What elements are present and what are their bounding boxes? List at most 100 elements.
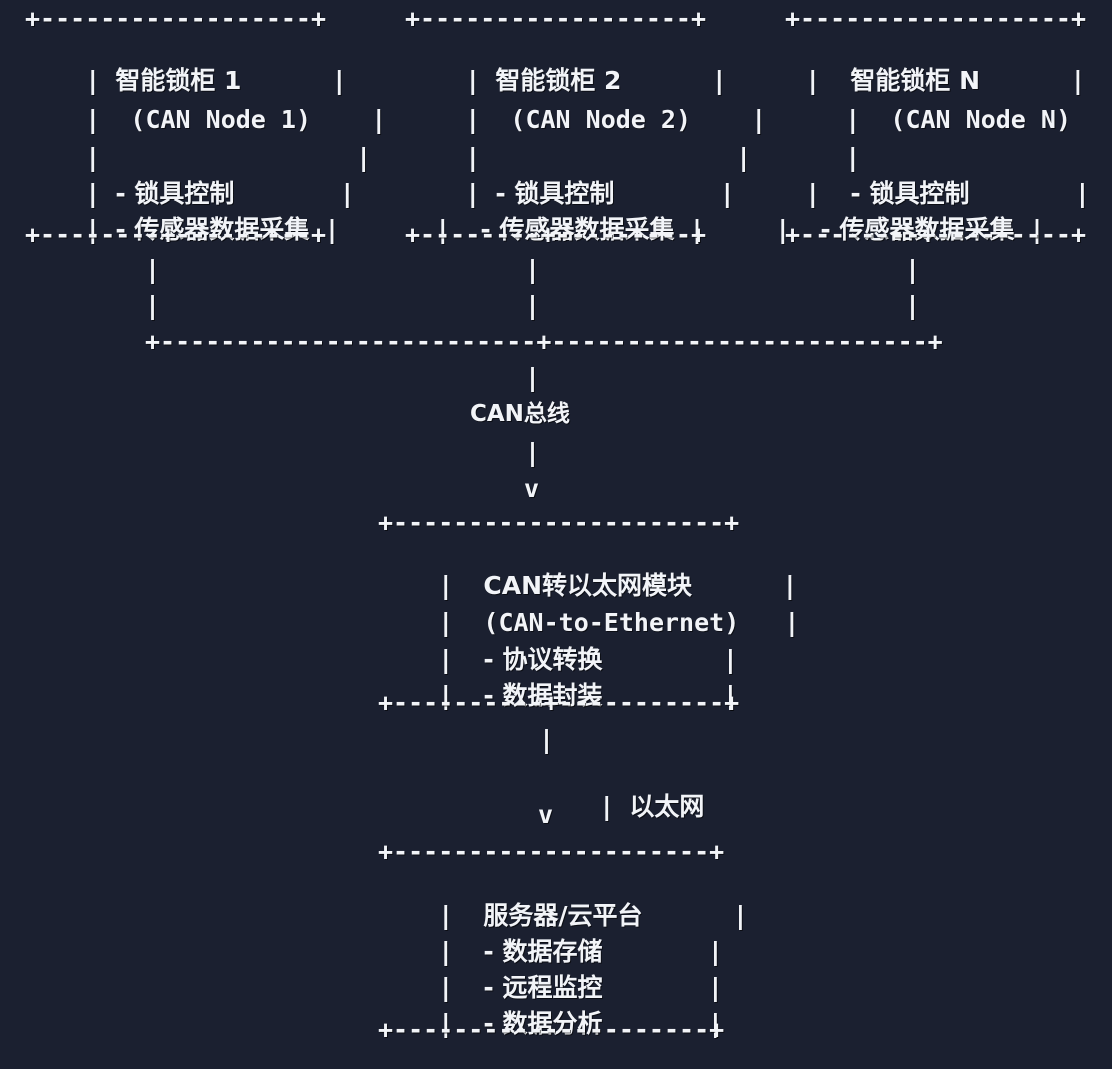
locker-n-subheading-row: | (CAN Node N) | <box>785 75 1112 165</box>
locker-1-feature-0-row: | - 锁具控制 | <box>25 149 355 239</box>
pipe-left: | <box>85 105 101 134</box>
pipe-left: | <box>438 608 454 637</box>
locker-2-top-border: +------------------+ <box>405 4 707 33</box>
pipe-left: | <box>438 937 454 966</box>
pipe-right: | <box>689 215 705 244</box>
locker-n-feature-1-row: | - 传感器数据采集 | <box>715 185 1045 275</box>
locker-n-drop-line-segment-1: | <box>905 255 921 284</box>
gateway-top-border: +----------------------+ <box>378 508 740 537</box>
pipe-left: | <box>845 105 861 134</box>
pipe-right: | <box>1070 66 1086 95</box>
locker-2-spacer-row: | | <box>405 113 751 203</box>
locker-n-top-border: +------------------+ <box>785 4 1087 33</box>
locker-1-drop-line-segment-1: | <box>145 255 161 284</box>
pipe-left: | <box>775 215 791 244</box>
ethernet-label-row: | 以太网 <box>539 762 704 852</box>
server-feature-0: - 数据存储 <box>483 937 603 966</box>
pipe-right: | <box>782 571 798 600</box>
pipe-left: | <box>845 143 861 172</box>
locker-1-drop-line-segment-2: | <box>145 291 161 320</box>
can-bus-connector-lower: | <box>525 438 541 467</box>
pipe-left: | <box>465 143 481 172</box>
pipe-left: | <box>465 66 481 95</box>
locker-2-bottom-border: +--------+---------+ <box>405 220 707 249</box>
locker-n-feature-0: - 锁具控制 <box>850 179 970 208</box>
locker-n-bottom-border: +--------+---------+ <box>785 220 1087 249</box>
pipe-right: | <box>371 105 387 134</box>
ethernet-connector-upper: | <box>539 725 555 754</box>
server-top-border: +---------------------+ <box>378 837 725 866</box>
pipe-left: | <box>85 143 101 172</box>
pipe-right: | <box>356 143 372 172</box>
gateway-subheading-row: | (CAN-to-Ethernet) | <box>378 578 799 668</box>
pipe-right: | <box>707 937 723 966</box>
locker-2-heading-row: | 智能锁柜 2 | <box>405 36 727 126</box>
pipe-left: | <box>438 571 454 600</box>
pipe-right: | <box>751 105 767 134</box>
locker-1-subheading: (CAN Node 1) <box>130 105 312 134</box>
locker-2-drop-line-segment-1: | <box>525 255 541 284</box>
locker-n-subheading: (CAN Node N) <box>890 105 1072 134</box>
locker-n-heading: 智能锁柜 N <box>850 66 981 95</box>
pipe-left: | <box>805 179 821 208</box>
pipe-left: | <box>438 645 454 674</box>
locker-n-spacer-row: | | <box>785 113 1112 203</box>
pipe-left: | <box>465 105 481 134</box>
pipe-right: | <box>719 179 735 208</box>
pipe-left: | <box>85 66 101 95</box>
locker-1-feature-1: - 传感器数据采集 <box>115 215 310 244</box>
gateway-heading: CAN转以太网模块 <box>483 571 693 600</box>
pipe-left: | <box>438 1009 454 1038</box>
can-bus-horizontal-line: +-------------------------+-------------… <box>145 327 943 356</box>
locker-1-top-border: +------------------+ <box>25 4 327 33</box>
gateway-subheading: (CAN-to-Ethernet) <box>483 608 740 637</box>
server-heading-row: | 服务器/云平台 | <box>378 871 748 961</box>
can-bus-connector-upper: | <box>525 363 541 392</box>
pipe-left: | <box>438 973 454 1002</box>
gateway-feature-0: - 协议转换 <box>483 645 603 674</box>
locker-1-subheading-row: | (CAN Node 1) | <box>25 75 386 165</box>
locker-1-heading-row: | 智能锁柜 1 | <box>25 36 347 126</box>
pipe-right: | <box>324 215 340 244</box>
server-feature-2-row: | - 数据分析 | <box>378 979 723 1069</box>
locker-2-feature-0: - 锁具控制 <box>495 179 615 208</box>
ethernet-label: 以太网 <box>629 792 705 821</box>
pipe-left: | <box>435 215 451 244</box>
locker-2-feature-1: - 传感器数据采集 <box>480 215 675 244</box>
locker-n-feature-1: - 传感器数据采集 <box>820 215 1015 244</box>
pipe-right: | <box>1029 215 1045 244</box>
pipe-left: | <box>85 215 101 244</box>
pipe-left: | <box>438 901 454 930</box>
pipe-right: | <box>1074 179 1090 208</box>
server-bottom-border: +---------------------+ <box>378 1015 725 1044</box>
gateway-feature-1: - 数据封装 <box>483 681 603 710</box>
pipe-right: | <box>711 66 727 95</box>
locker-2-feature-0-row: | - 锁具控制 | <box>405 149 735 239</box>
pipe-right: | <box>784 608 800 637</box>
locker-2-drop-line-segment-2: | <box>525 291 541 320</box>
pipe-right: | <box>732 901 748 930</box>
gateway-feature-0-row: | - 协议转换 | <box>378 615 738 705</box>
pipe-right: | <box>736 143 752 172</box>
server-feature-1: - 远程监控 <box>483 973 603 1002</box>
pipe-left: | <box>805 66 821 95</box>
locker-n-heading-row: | 智能锁柜 N | <box>745 36 1085 126</box>
server-feature-2: - 数据分析 <box>483 1009 603 1038</box>
pipe-right: | <box>722 645 738 674</box>
can-bus-arrow-down-icon: v <box>524 474 540 503</box>
pipe-right: | <box>339 179 355 208</box>
pipe-left: | <box>599 792 615 821</box>
locker-1-feature-0: - 锁具控制 <box>115 179 235 208</box>
locker-2-feature-1-row: | - 传感器数据采集 | <box>375 185 705 275</box>
gateway-heading-row: | CAN转以太网模块 | <box>378 541 797 631</box>
pipe-right: | <box>331 66 347 95</box>
locker-2-subheading: (CAN Node 2) <box>510 105 692 134</box>
locker-2-heading: 智能锁柜 2 <box>495 66 622 95</box>
locker-1-heading: 智能锁柜 1 <box>115 66 242 95</box>
locker-n-drop-line-segment-2: | <box>905 291 921 320</box>
locker-1-bottom-border: +--------+---------+ <box>25 220 327 249</box>
locker-1-feature-1-row: | - 传感器数据采集 | <box>25 185 340 275</box>
can-bus-label: CAN总线 <box>470 401 570 427</box>
server-feature-0-row: | - 数据存储 | <box>378 907 723 997</box>
